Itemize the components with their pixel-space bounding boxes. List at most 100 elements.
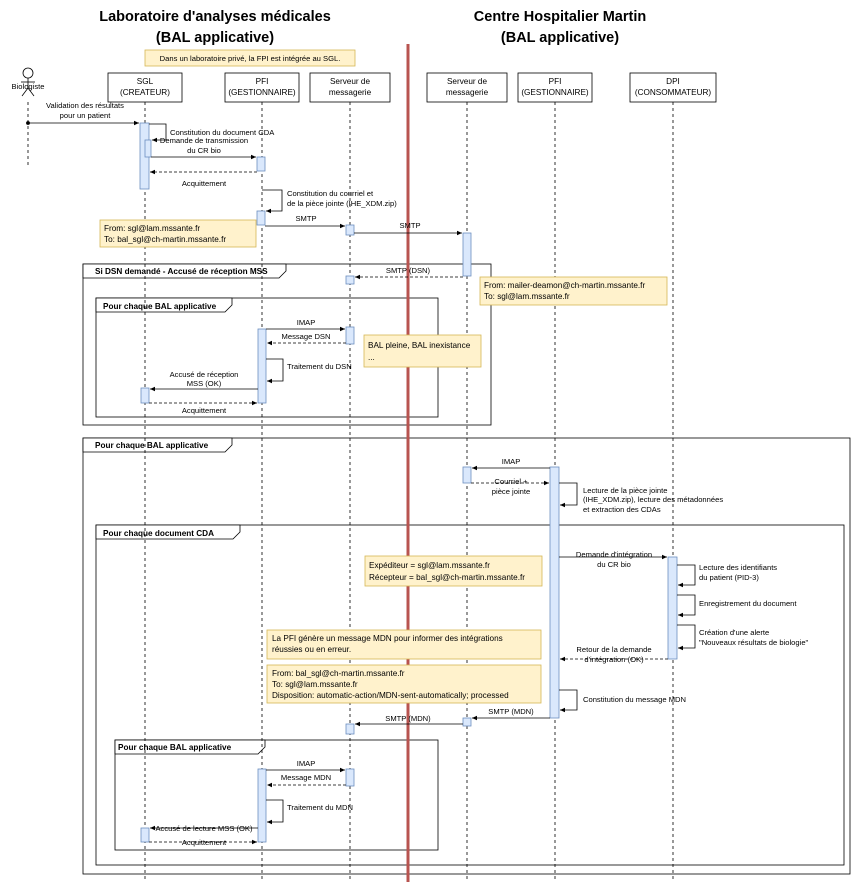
participant-pfi-2: PFI (GESTIONNAIRE)	[517, 72, 593, 103]
note-pfi-mdn: La PFI génère un message MDN pour inform…	[266, 629, 542, 660]
activation-pfi1-1	[256, 156, 266, 172]
svg-text:Pour chaque document CDA: Pour chaque document CDA	[103, 529, 214, 538]
note-mailer-daemon: From: mailer-deamon@ch-martin.mssante.fr…	[479, 276, 668, 306]
svg-text:La PFI génère un message MDN p: La PFI génère un message MDN pour inform…	[272, 634, 503, 643]
activation-pfi1-4	[257, 768, 267, 843]
message-validation: Validation des résultats pour un patient	[26, 101, 139, 126]
note-expediteur-recepteur: Expéditeur = sgl@lam.mssante.fr Récepteu…	[364, 555, 543, 587]
frame-bal-2: Pour chaque BAL applicative	[82, 437, 851, 875]
message-smtp-2: SMTP	[354, 221, 462, 236]
svg-text:From: mailer-deamon@ch-martin.: From: mailer-deamon@ch-martin.mssante.fr	[484, 281, 645, 290]
actor-biologiste: Biologiste	[12, 67, 44, 97]
activation-pfi2-1	[549, 466, 560, 719]
svg-text:Validation des résultats: Validation des résultats	[46, 101, 124, 110]
svg-text:"Nouveaux résultats de biologi: "Nouveaux résultats de biologie"	[699, 638, 809, 647]
activation-serv1-5	[345, 768, 355, 787]
activation-sgl-3	[140, 827, 150, 843]
svg-text:Retour de la demande: Retour de la demande	[576, 645, 651, 654]
svg-text:pour un patient: pour un patient	[60, 111, 112, 120]
svg-text:Demande d'intégration: Demande d'intégration	[576, 550, 652, 559]
svg-text:Accusé de réception: Accusé de réception	[170, 370, 239, 379]
message-dsn: Message DSN	[267, 332, 346, 346]
svg-text:IMAP: IMAP	[297, 318, 316, 327]
message-courriel-piece-jointe: Courriel + pièce jointe	[471, 477, 549, 496]
message-demande-integration: Demande d'intégration du CR bio	[559, 550, 667, 569]
svg-text:SMTP: SMTP	[295, 214, 316, 223]
actor-head-icon	[22, 67, 34, 79]
svg-text:Disposition: automatic-action/: Disposition: automatic-action/MDN-sent-a…	[272, 691, 509, 700]
message-imap-2: IMAP	[472, 457, 550, 471]
svg-text:Constitution du document CDA: Constitution du document CDA	[170, 128, 275, 137]
svg-text:Centre Hospitalier Martin: Centre Hospitalier Martin	[474, 9, 646, 25]
svg-text:du CR bio: du CR bio	[187, 146, 221, 155]
frame-dsn: Si DSN demandé - Accusé de réception MSS	[82, 263, 492, 426]
svg-text:DPI: DPI	[666, 77, 680, 86]
svg-text:Création d'une alerte: Création d'une alerte	[699, 628, 769, 637]
svg-text:Lecture des identifiants: Lecture des identifiants	[699, 563, 777, 572]
svg-text:du patient (PID-3): du patient (PID-3)	[699, 573, 759, 582]
message-traitement-mdn: Traitement du MDN	[266, 799, 353, 825]
svg-text:messagerie: messagerie	[446, 88, 489, 97]
svg-text:From: sgl@lam.mssante.fr: From: sgl@lam.mssante.fr	[104, 224, 200, 233]
message-constitution-cda: Constitution du document CDA	[149, 123, 275, 143]
svg-text:messagerie: messagerie	[329, 88, 372, 97]
svg-text:SMTP (MDN): SMTP (MDN)	[488, 707, 534, 716]
message-imap-3: IMAP	[266, 759, 345, 773]
message-smtp-mdn-1: SMTP (MDN)	[472, 707, 550, 721]
svg-text:SMTP (DSN): SMTP (DSN)	[386, 266, 431, 275]
activation-serv1-1	[345, 224, 355, 236]
svg-text:Acquittement: Acquittement	[182, 838, 227, 847]
message-constitution-courriel: Constitution du courriel et de la pièce …	[262, 189, 397, 214]
message-acquittement-1: Acquittement	[150, 169, 257, 188]
svg-text:To: sgl@lam.mssante.fr: To: sgl@lam.mssante.fr	[484, 292, 570, 301]
svg-text:To: bal_sgl@ch-martin.mssante.: To: bal_sgl@ch-martin.mssante.fr	[104, 235, 226, 244]
message-accuse-reception: Accusé de réception MSS (OK)	[150, 370, 258, 392]
svg-text:Dans un laboratoire privé, la: Dans un laboratoire privé, la FPI est in…	[160, 54, 341, 63]
svg-text:Demande de transmission: Demande de transmission	[160, 136, 248, 145]
participant-pfi-1: PFI (GESTIONNAIRE)	[224, 72, 300, 103]
activation-sgl-1b	[144, 139, 152, 158]
svg-text:Enregistrement du document: Enregistrement du document	[699, 599, 797, 608]
svg-text:Accusé de lecture MSS (OK): Accusé de lecture MSS (OK)	[155, 824, 253, 833]
message-creation-alerte: Création d'une alerte "Nouveaux résultat…	[677, 624, 809, 651]
svg-text:Acquittement: Acquittement	[182, 179, 227, 188]
message-constitution-mdn: Constitution du message MDN	[559, 689, 686, 713]
frame-bal-3: Pour chaque BAL applicative	[114, 739, 439, 851]
svg-text:SMTP (MDN): SMTP (MDN)	[385, 714, 431, 723]
svg-text:Message MDN: Message MDN	[281, 773, 331, 782]
svg-text:et extraction des CDAs: et extraction des CDAs	[583, 505, 661, 514]
message-accuse-lecture: Accusé de lecture MSS (OK)	[150, 824, 258, 833]
svg-text:PFI: PFI	[256, 77, 269, 86]
message-smtp-mdn-2: SMTP (MDN)	[355, 714, 463, 727]
svg-text:du CR bio: du CR bio	[597, 560, 631, 569]
svg-text:Traitement du MDN: Traitement du MDN	[287, 803, 353, 812]
svg-text:pièce jointe: pièce jointe	[492, 487, 530, 496]
note-top: Dans un laboratoire privé, la FPI est in…	[144, 49, 356, 67]
svg-text:(GESTIONNAIRE): (GESTIONNAIRE)	[521, 88, 589, 97]
svg-text:Pour chaque BAL applicative: Pour chaque BAL applicative	[103, 302, 217, 311]
svg-text:Courriel +: Courriel +	[494, 477, 528, 486]
svg-text:de la pièce jointe (IHE_XDM.zi: de la pièce jointe (IHE_XDM.zip)	[287, 199, 397, 208]
svg-text:BAL pleine, BAL inexistance: BAL pleine, BAL inexistance	[368, 341, 471, 350]
svg-text:Serveur de: Serveur de	[330, 77, 370, 86]
svg-text:(CONSOMMATEUR): (CONSOMMATEUR)	[635, 88, 712, 97]
message-enregistrement: Enregistrement du document	[677, 594, 797, 618]
svg-text:...: ...	[368, 353, 375, 362]
message-traitement-dsn: Traitement du DSN	[266, 358, 352, 384]
svg-text:Pour chaque BAL applicative: Pour chaque BAL applicative	[95, 441, 209, 450]
svg-text:Si DSN demandé - Accusé de réc: Si DSN demandé - Accusé de réception MSS	[95, 267, 268, 276]
frame-cda: Pour chaque document CDA	[95, 524, 845, 866]
svg-text:From: bal_sgl@ch-martin.mssant: From: bal_sgl@ch-martin.mssante.fr	[272, 669, 405, 678]
svg-text:Expéditeur = sgl@lam.mssante.f: Expéditeur = sgl@lam.mssante.fr	[369, 561, 490, 570]
svg-text:Lecture de la pièce jointe: Lecture de la pièce jointe	[583, 486, 667, 495]
svg-text:Message DSN: Message DSN	[282, 332, 331, 341]
message-acquittement-2: Acquittement	[149, 400, 257, 415]
svg-text:Pour chaque BAL applicative: Pour chaque BAL applicative	[118, 743, 232, 752]
svg-text:(BAL applicative): (BAL applicative)	[156, 30, 274, 46]
svg-text:(GESTIONNAIRE): (GESTIONNAIRE)	[228, 88, 296, 97]
svg-text:Serveur de: Serveur de	[447, 77, 487, 86]
activation-serv2-3	[462, 717, 472, 727]
svg-text:Constitution du courriel et: Constitution du courriel et	[287, 189, 374, 198]
activation-serv1-3	[345, 326, 355, 345]
